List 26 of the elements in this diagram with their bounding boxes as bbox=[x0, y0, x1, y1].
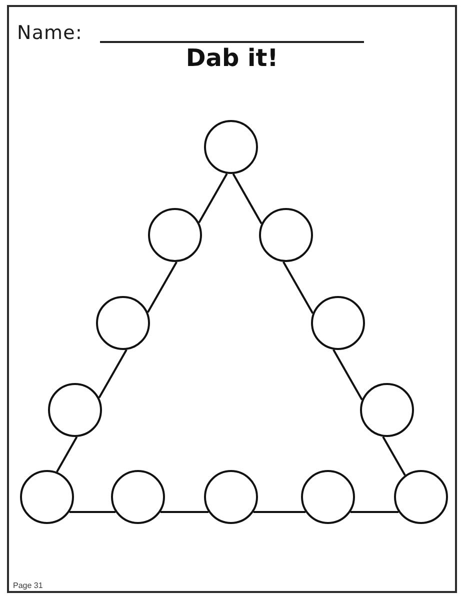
dab-circle bbox=[20, 470, 74, 524]
connector-line bbox=[160, 511, 209, 513]
dab-circle bbox=[148, 208, 202, 262]
dab-circle bbox=[394, 470, 448, 524]
page-number: Page 31 bbox=[13, 581, 43, 591]
dab-circle bbox=[48, 383, 102, 437]
connector-line bbox=[350, 511, 399, 513]
connector-line bbox=[282, 261, 314, 314]
dab-circle bbox=[259, 208, 313, 262]
worksheet-title: Dab it! bbox=[186, 45, 278, 71]
connector-line bbox=[332, 349, 363, 400]
dab-circle bbox=[204, 470, 258, 524]
connector-line bbox=[198, 173, 228, 224]
name-label: Name: bbox=[17, 22, 82, 44]
connector-line bbox=[253, 511, 306, 513]
dab-circle bbox=[204, 120, 258, 174]
connector-line bbox=[382, 436, 406, 476]
connector-line bbox=[232, 173, 262, 224]
dab-circle bbox=[301, 470, 355, 524]
dab-circle bbox=[111, 470, 165, 524]
connector-line bbox=[56, 436, 78, 472]
connector-line bbox=[146, 262, 178, 313]
dab-circle bbox=[96, 296, 150, 350]
dab-circle bbox=[311, 296, 365, 350]
dab-circle bbox=[360, 383, 414, 437]
connector-line bbox=[98, 349, 128, 398]
